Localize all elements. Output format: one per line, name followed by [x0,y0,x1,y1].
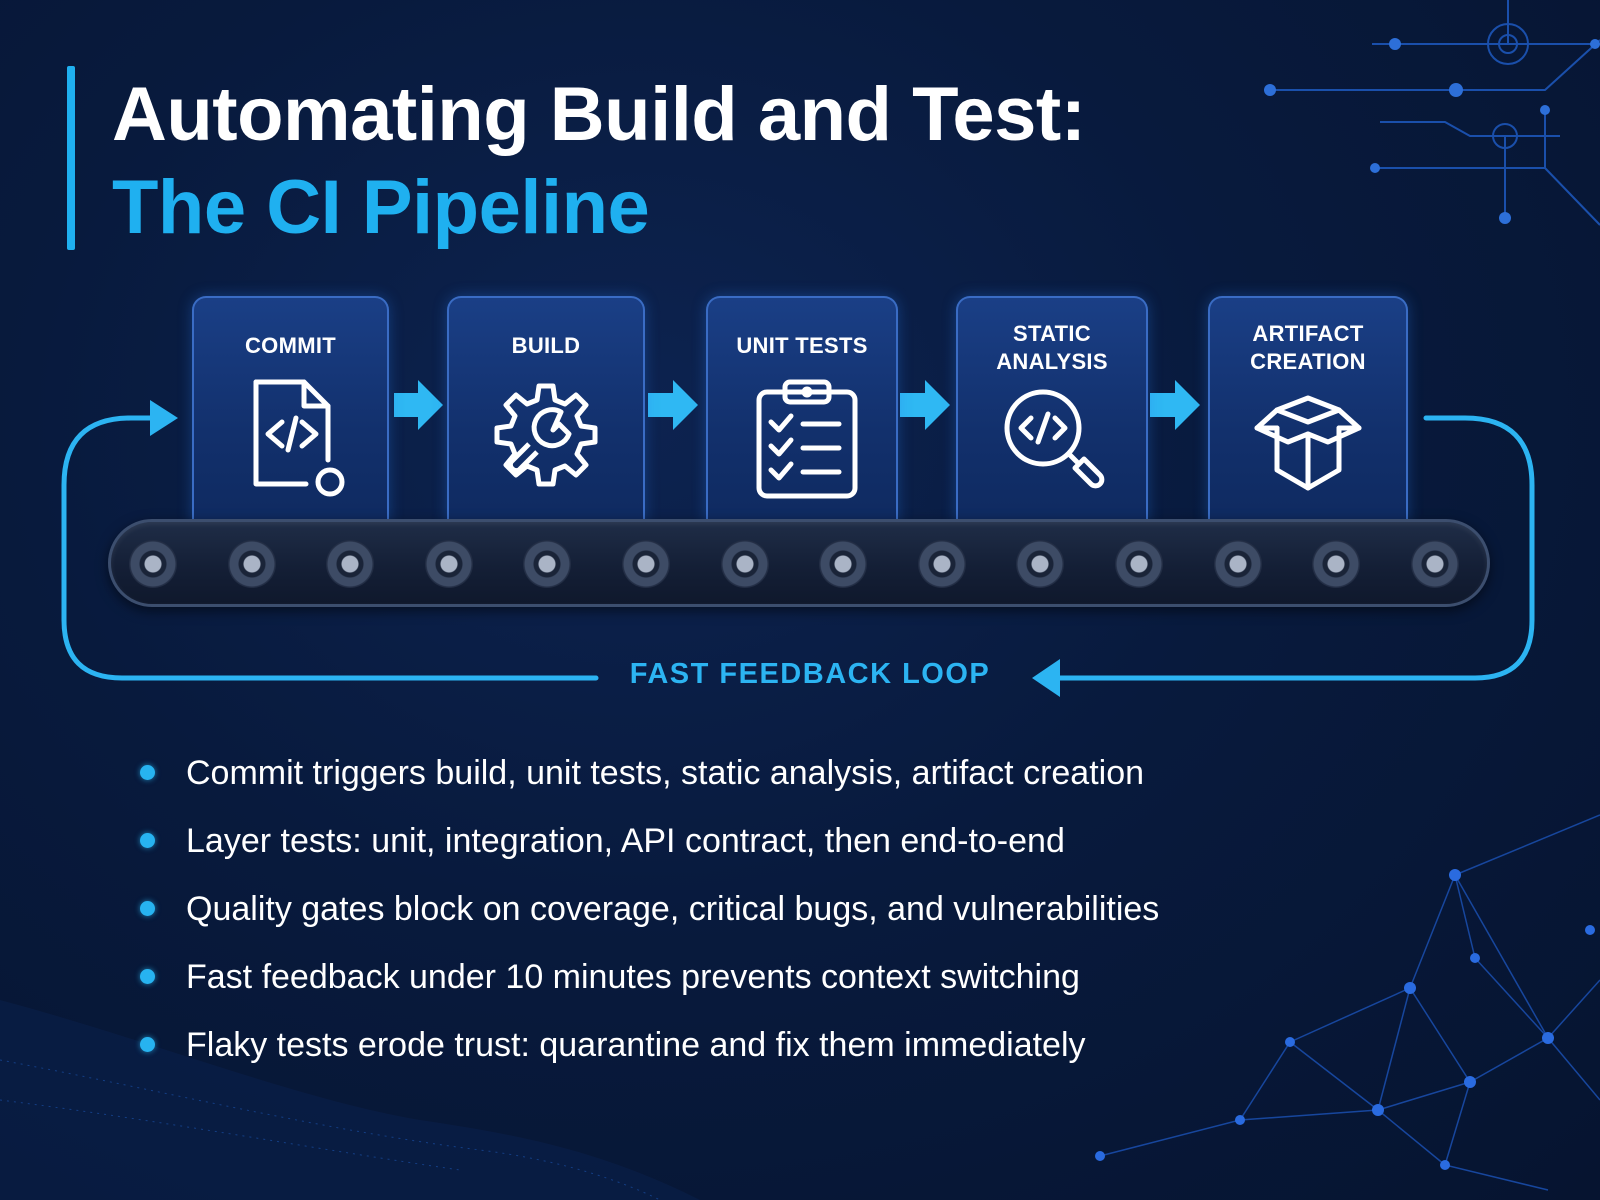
conveyor-roller [720,540,769,588]
bullet-dot [140,1037,155,1052]
arrow-commit-to-build [394,380,443,430]
conveyor-roller [1410,540,1459,588]
conveyor-roller [129,540,177,588]
network-nodes [1095,869,1595,1170]
stage-label: ARTIFACT CREATION [1250,321,1366,374]
feedback-loop-label: FAST FEEDBACK LOOP [629,658,991,690]
conveyor-roller [1016,540,1065,588]
checklist-clipboard-icon [708,372,896,502]
page-subtitle: The CI Pipeline [112,165,650,250]
conveyor-roller [326,540,375,588]
title-accent-bar [67,66,75,250]
circuit-nodes [1264,38,1600,224]
loop-arrowhead-commit [150,400,178,436]
feedback-loop [61,415,1535,681]
bullet-text: Commit triggers build, unit tests, stati… [186,754,1145,792]
conveyor-roller [1115,540,1163,588]
stage-label: COMMIT [244,333,336,358]
bullet-text: Flaky tests erode trust: quarantine and … [186,1026,1086,1064]
conveyor-roller [1213,540,1262,588]
bullet-dot [140,901,155,916]
loop-arrowhead-return [1032,659,1060,697]
arrow-tests-to-analysis [900,380,950,430]
bullet-dot [140,833,155,848]
code-magnifier-icon [958,372,1146,502]
stage-build: BUILD [447,296,645,524]
stage-unit-tests: UNIT TESTS [706,296,898,524]
stage-static-analysis: STATIC ANALYSIS [956,296,1148,524]
conveyor-belt [108,519,1490,607]
conveyor-roller [227,540,276,588]
bullet-text: Fast feedback under 10 minutes prevents … [186,958,1080,996]
network-decoration [1099,814,1600,1191]
conveyor-roller [523,540,572,588]
stage-artifact-creation: ARTIFACT CREATION [1208,296,1408,524]
stage-commit: COMMIT [192,296,389,524]
circuit-decoration [1270,0,1600,226]
stage-label: BUILD [511,333,581,358]
package-box-icon [1210,372,1406,502]
stage-label: STATIC ANALYSIS [996,321,1108,374]
bullet-dot [140,969,155,984]
conveyor-roller [819,540,868,588]
conveyor-roller [424,540,473,588]
gear-wrench-icon [449,372,643,502]
stage-label: UNIT TESTS [736,333,868,358]
arrow-build-to-tests [648,380,698,430]
bullet-text: Layer tests: unit, integration, API cont… [186,822,1065,860]
page-title: Automating Build and Test: [112,72,1086,157]
bullet-text: Quality gates block on coverage, critica… [186,890,1160,928]
bullet-dot [140,765,155,780]
conveyor-roller [622,540,670,588]
wave-decoration [0,1000,700,1200]
arrow-analysis-to-artifact [1150,380,1200,430]
code-file-icon [194,372,387,502]
conveyor-roller [1312,540,1361,588]
conveyor-roller [917,540,966,588]
